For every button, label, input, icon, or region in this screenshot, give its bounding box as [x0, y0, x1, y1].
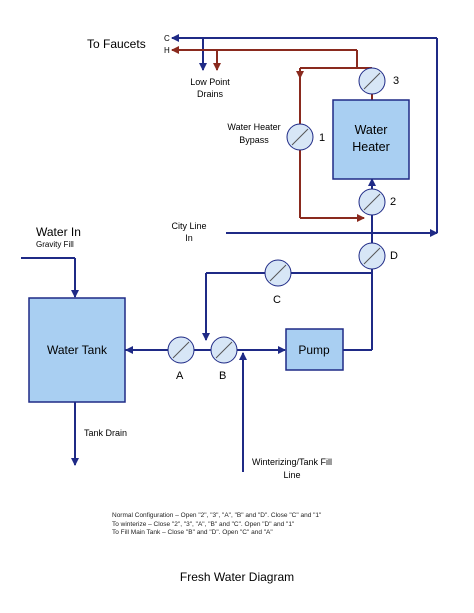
- valve-a[interactable]: [167, 336, 195, 364]
- water-heater-bypass-label-line2: Bypass: [239, 135, 269, 145]
- gravity-fill-label: Gravity Fill: [36, 240, 74, 249]
- valve-2[interactable]: [358, 188, 386, 216]
- tank-drain-label: Tank Drain: [84, 428, 127, 438]
- valve-3-label: 3: [393, 75, 399, 87]
- valve-d-label: D: [390, 250, 398, 262]
- water-heater-label-line1: Water: [355, 123, 388, 137]
- low-point-drains-label-line1: Low Point: [190, 77, 230, 87]
- water-heater-bypass-label-line1: Water Heater: [227, 122, 280, 132]
- valve-1[interactable]: [286, 123, 314, 151]
- hot-h-label: H: [164, 46, 170, 55]
- water-tank-box: [28, 297, 126, 403]
- valve-2-label: 2: [390, 196, 396, 208]
- valve-a-label: A: [176, 370, 184, 382]
- valve-d[interactable]: [358, 242, 386, 270]
- valve-3[interactable]: [358, 67, 386, 95]
- city-line-label-line1: City Line: [171, 221, 206, 231]
- winterizing-label-line2: Line: [283, 470, 300, 480]
- diagram-caption: Fresh Water Diagram: [179, 570, 295, 584]
- water-tank-label: Water Tank: [47, 343, 108, 357]
- water-heater-label-line2: Heater: [352, 140, 390, 154]
- valve-1-label: 1: [319, 132, 325, 144]
- city-line-label-line2: In: [185, 233, 193, 243]
- note-fill-tank: To Fill Main Tank – Close "B" and "D". O…: [112, 529, 273, 536]
- cold-c-label: C: [164, 34, 170, 43]
- note-winterize: To winterize – Close "2", "3", "A", "B" …: [112, 520, 295, 528]
- valve-c[interactable]: [264, 259, 292, 287]
- valve-b-label: B: [219, 370, 226, 382]
- winterizing-label-line1: Winterizing/Tank Fill: [252, 457, 332, 467]
- water-heater-box: [332, 99, 410, 180]
- valve-c-label: C: [273, 294, 281, 306]
- to-faucets-label: To Faucets: [87, 37, 146, 51]
- note-normal: Normal Configuration – Open "2", "3", "A…: [112, 512, 322, 519]
- low-point-drains-label-line2: Drains: [197, 89, 224, 99]
- pump-label: Pump: [298, 343, 330, 357]
- valve-b[interactable]: [210, 336, 238, 364]
- pump-box: [285, 328, 344, 371]
- configuration-notes: Normal Configuration – Open "2", "3", "A…: [112, 512, 321, 538]
- water-in-label: Water In: [36, 225, 81, 239]
